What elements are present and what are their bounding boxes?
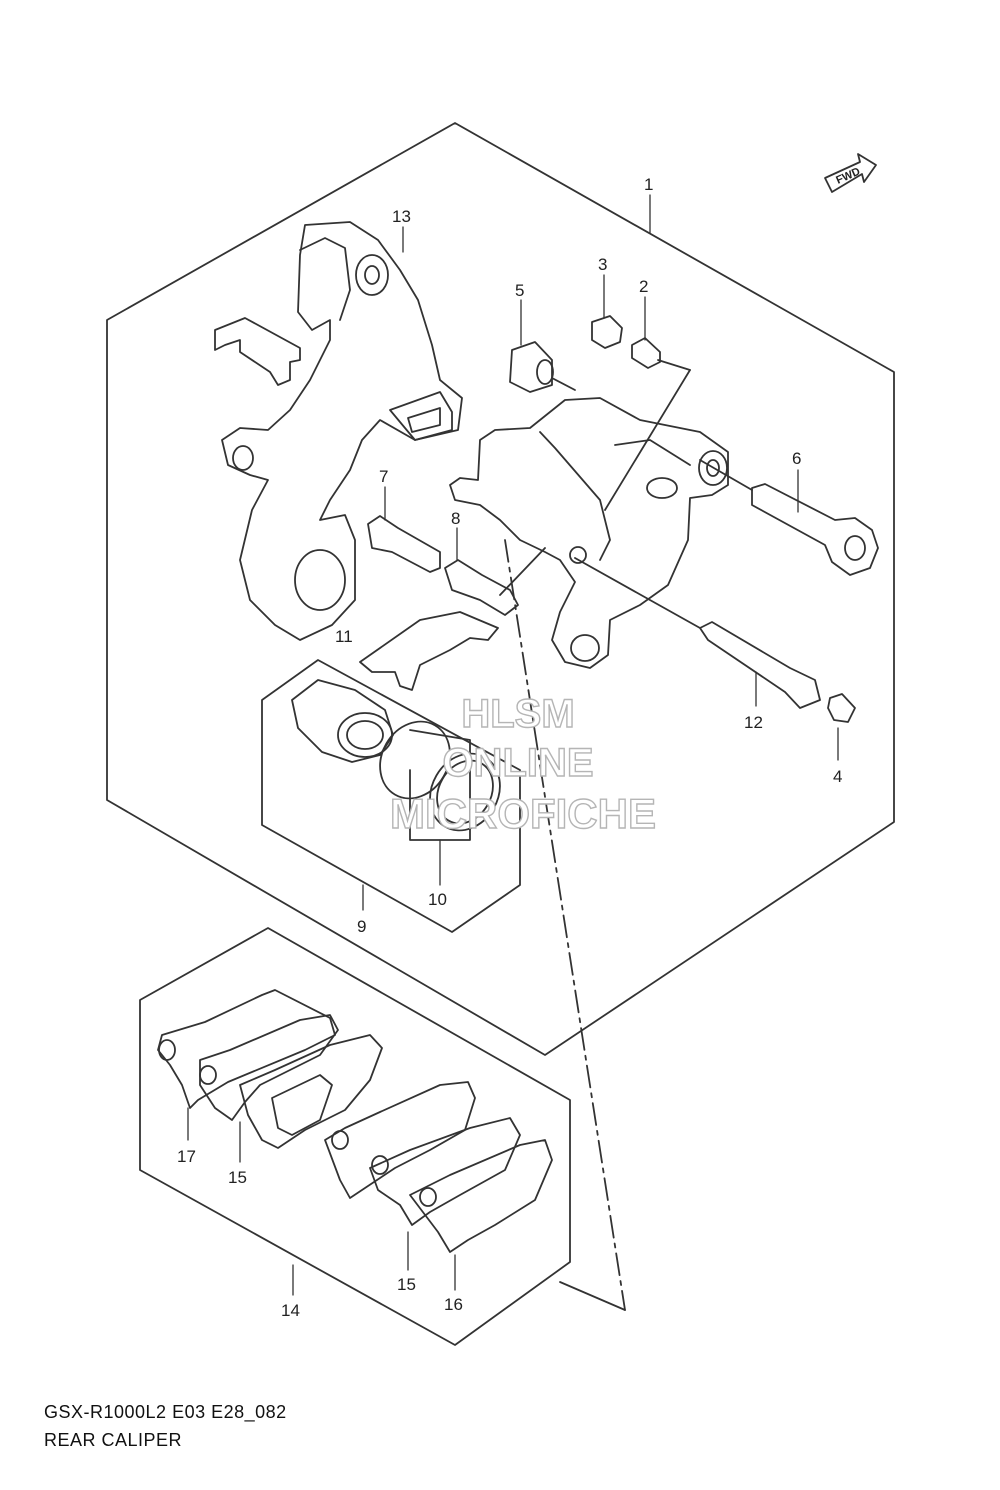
diagram-title: REAR CALIPER (44, 1430, 183, 1450)
brake-pad-left (239, 1034, 383, 1149)
callout-4: 4 (833, 767, 842, 786)
pad-shim-17 (157, 989, 336, 1109)
caliper-pin-6 (699, 459, 879, 576)
callout-leaders (187, 194, 839, 1296)
direction-badge-label: FWD (834, 166, 862, 187)
callout-5: 5 (515, 281, 524, 300)
caliper-assembly-frame (106, 122, 895, 1056)
callout-14: 14 (281, 1301, 300, 1320)
caliper-body (449, 397, 729, 669)
pad-shim-15b (369, 1117, 521, 1226)
pin-boot-8 (444, 547, 546, 616)
piston-seal-b (429, 752, 501, 832)
pad-spring-clip (214, 317, 301, 386)
caliper-pin-12 (574, 557, 821, 709)
watermark-line-3: MICROFICHE (390, 790, 656, 837)
caliper-pin-7 (367, 515, 441, 573)
assembly-guide-line (504, 539, 626, 1311)
retaining-clip-4 (827, 693, 856, 723)
callout-10: 10 (428, 890, 447, 909)
caliper-bracket (221, 221, 463, 641)
pad-set-frame (139, 927, 571, 1346)
callout-numbers: 1 2 3 5 13 6 7 8 11 12 4 10 9 17 15 15 1… (177, 175, 842, 1320)
callout-16: 16 (444, 1295, 463, 1314)
forward-direction-arrow-icon: FWD (824, 153, 877, 193)
brake-pad-right (324, 1081, 476, 1199)
callout-11: 11 (335, 627, 353, 646)
diagram-model-code: GSX-R1000L2 E03 E28_082 (44, 1402, 287, 1422)
callout-15-right: 15 (397, 1275, 416, 1294)
callout-1: 1 (644, 175, 653, 194)
guide-line-end (559, 1281, 626, 1311)
callout-6: 6 (792, 449, 801, 468)
anti-rattle-spring (359, 611, 499, 691)
callout-8: 8 (451, 509, 460, 528)
seal-sub-frame (409, 729, 471, 841)
callout-15-left: 15 (228, 1168, 247, 1187)
callout-2: 2 (639, 277, 648, 296)
callout-13: 13 (392, 207, 411, 226)
bleeder-valve (509, 341, 576, 393)
watermark: HLSM ONLINE MICROFICHE (389, 691, 656, 837)
callout-9: 9 (357, 917, 366, 936)
pad-shim-15a (199, 1014, 339, 1121)
callout-12: 12 (744, 713, 763, 732)
watermark-line-1: HLSM (461, 692, 574, 736)
piston-seal-frame (261, 659, 521, 933)
pad-shim-16 (409, 1139, 553, 1253)
callout-7: 7 (379, 467, 388, 486)
watermark-line-2: ONLINE (442, 741, 593, 785)
callout-3: 3 (598, 255, 607, 274)
callout-17: 17 (177, 1147, 196, 1166)
bleeder-cap (591, 315, 623, 349)
